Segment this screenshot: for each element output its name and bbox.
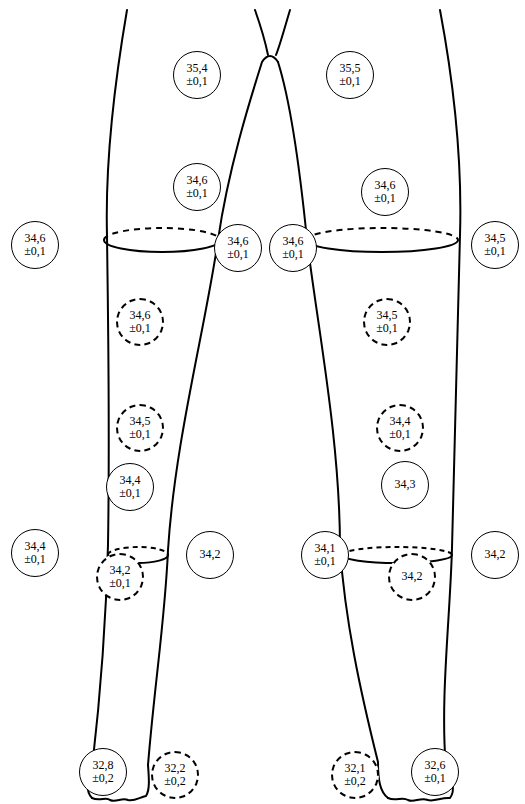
temperature-value: 34,6 [187,174,208,187]
temperature-tolerance: ±0,1 [314,555,336,568]
temperature-value: 34,2 [200,548,221,561]
temperature-tolerance: ±0,1 [119,487,141,500]
temperature-value: 34,2 [485,548,506,561]
temperature-value: 34,4 [120,474,141,487]
temperature-circle: 34,6±0,1 [214,224,262,272]
temperature-value: 34,5 [485,232,506,245]
temperature-value: 34,2 [402,570,423,583]
temperature-value: 32,8 [93,759,114,772]
temperature-tolerance: ±0,1 [186,75,208,88]
temperature-value: 34,5 [130,415,151,428]
temperature-circle-dashed: 34,4±0,1 [376,404,424,452]
temperature-value: 35,5 [340,62,361,75]
temperature-circle: 32,8±0,2 [79,748,127,796]
temperature-tolerance: ±0,1 [109,577,131,590]
temperature-circle: 34,6±0,1 [269,224,317,272]
temperature-value: 34,6 [130,309,151,322]
temperature-tolerance: ±0,1 [129,322,151,335]
temperature-circle: 35,4±0,1 [173,51,221,99]
temperature-value: 32,2 [165,762,186,775]
temperature-circle-dashed: 34,5±0,1 [363,298,411,346]
temperature-tolerance: ±0,1 [129,428,151,441]
temperature-tolerance: ±0,2 [164,775,186,788]
temperature-circle-dashed: 32,1±0,2 [331,751,379,799]
temperature-circle-dashed: 34,2 [388,553,436,601]
temperature-circle: 34,2 [471,531,519,579]
temperature-circle: 34,3 [381,461,429,509]
temperature-value: 35,4 [187,62,208,75]
temperature-tolerance: ±0,1 [339,75,361,88]
temperature-circle-dashed: 32,2±0,2 [151,751,199,799]
temperature-circle-dashed: 34,5±0,1 [116,404,164,452]
temperature-circle: 34,4±0,1 [11,529,59,577]
temperature-tolerance: ±0,1 [376,322,398,335]
temperature-value: 34,4 [390,415,411,428]
temperature-value: 34,6 [375,179,396,192]
temperature-tolerance: ±0,1 [282,248,304,261]
temperature-tolerance: ±0,2 [92,772,114,785]
temperature-value: 34,6 [25,232,46,245]
temperature-circle: 34,6±0,1 [11,221,59,269]
temperature-value: 34,3 [395,478,416,491]
temperature-tolerance: ±0,1 [186,187,208,200]
temperature-circle: 34,2 [186,531,234,579]
temperature-value: 34,2 [110,564,131,577]
temperature-tolerance: ±0,1 [484,245,506,258]
temperature-value: 34,5 [377,309,398,322]
temperature-tolerance: ±0,1 [227,248,249,261]
temperature-circle-dashed: 34,6±0,1 [116,298,164,346]
temperature-circle: 32,6±0,1 [411,748,459,796]
temperature-circle: 34,6±0,1 [361,168,409,216]
temperature-value: 34,6 [228,235,249,248]
temperature-value: 34,1 [315,542,336,555]
temperature-tolerance: ±0,1 [24,245,46,258]
temperature-tolerance: ±0,1 [424,772,446,785]
temperature-value: 34,4 [25,540,46,553]
temperature-circle: 34,4±0,1 [106,463,154,511]
temperature-circle: 34,6±0,1 [173,163,221,211]
temperature-circle: 34,1±0,1 [301,531,349,579]
temperature-value: 32,1 [345,762,366,775]
temperature-circle: 35,5±0,1 [326,51,374,99]
temperature-value: 34,6 [283,235,304,248]
temperature-circle-dashed: 34,2±0,1 [96,553,144,601]
temperature-circle: 34,5±0,1 [471,221,519,269]
temperature-tolerance: ±0,1 [24,553,46,566]
temperature-tolerance: ±0,1 [374,192,396,205]
temperature-tolerance: ±0,2 [344,775,366,788]
temperature-value: 32,6 [425,759,446,772]
temperature-tolerance: ±0,1 [389,428,411,441]
